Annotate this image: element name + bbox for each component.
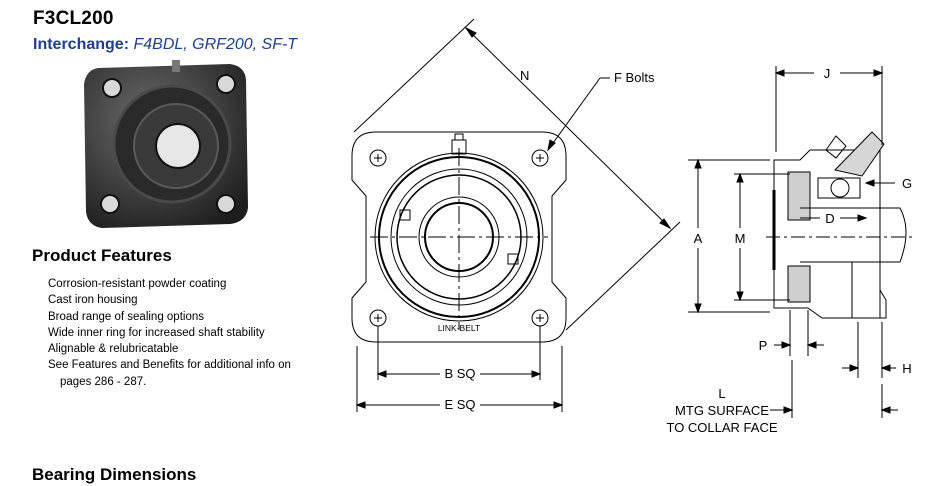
label-e-sq: E SQ [444,397,475,412]
arrow-head [806,341,817,349]
product-photo [84,60,248,228]
arrow-head [880,364,891,372]
front-view: LINK-BELT N F Bolts B SQ E SQ [351,18,681,412]
grease-nipple [825,135,847,159]
label-j: J [824,66,831,81]
interchange-label: Interchange: [33,36,130,53]
label-g: G [902,176,912,191]
label-a: A [694,231,703,246]
feature-item: Cast iron housing [48,294,138,307]
grease-fitting [451,133,467,155]
arrow-head [873,69,884,77]
label-n: N [520,68,529,83]
brand-label: LINK-BELT [438,323,480,333]
shaft [800,207,907,263]
arrow-head [783,406,794,414]
arrow-head [736,172,744,183]
collar-bottom [851,262,887,319]
label-b-sq: B SQ [444,366,475,381]
arrow-head [355,401,366,409]
label-f-bolts: F Bolts [614,70,655,85]
bolt-hole [369,309,387,327]
label-to-collar-face: TO COLLAR FACE [666,420,777,435]
flange-hatch-top [787,171,811,221]
arrow-head [849,364,860,372]
arrow-head [880,406,891,414]
label-mtg-surface: MTG SURFACE [675,403,769,418]
interchange-line: Interchange: F4BDL, GRF200, SF-T [33,36,297,54]
bolt-hole [369,149,387,167]
bolt-hole [531,309,549,327]
label-l: L [718,386,725,401]
arrow-head [553,401,564,409]
arrow-head [694,303,702,314]
arrow-head [781,341,792,349]
features-list: Corrosion-resistant powder coating Cast … [48,276,291,390]
features-heading: Product Features [32,246,172,265]
collar-top [834,131,885,177]
arrow-head [659,218,672,230]
bearing-race [817,177,861,199]
label-h: H [902,361,911,376]
arrow-head [464,26,477,38]
f-bolts-leader [547,77,601,151]
n-dimension-line [465,27,671,229]
arrow-head [774,69,785,77]
feature-item: Alignable & relubricatable [48,343,179,356]
arrow-head [736,291,744,302]
bearing-dimensions-heading: Bearing Dimensions [32,465,197,484]
arrow-head [864,179,875,187]
n-extension-line [353,18,475,133]
side-view: J G D A M P [666,66,915,435]
label-p: P [759,338,768,353]
feature-item-continuation: pages 286 - 287. [60,375,147,388]
n-extension-line [565,221,681,331]
label-d: D [825,211,834,226]
flange-outline [351,131,567,343]
arrow-head [857,214,868,222]
feature-item: Wide inner ring for increased shaft stab… [48,326,265,339]
set-screw [399,209,411,221]
arrow-head [376,370,387,378]
feature-item: See Features and Benefits for additional… [48,359,291,372]
arrow-head [531,370,542,378]
arrow-head [694,158,702,169]
label-m: M [735,231,746,246]
set-screw [507,253,519,265]
flange-hatch-bottom [787,265,811,303]
bolt-hole [531,149,549,167]
feature-item: Broad range of sealing options [48,310,204,323]
arrow-head [547,139,556,152]
ball [830,178,850,198]
feature-item: Corrosion-resistant powder coating [48,278,227,290]
product-title: F3CL200 [33,8,114,29]
interchange-values: F4BDL, GRF200, SF-T [133,36,298,53]
